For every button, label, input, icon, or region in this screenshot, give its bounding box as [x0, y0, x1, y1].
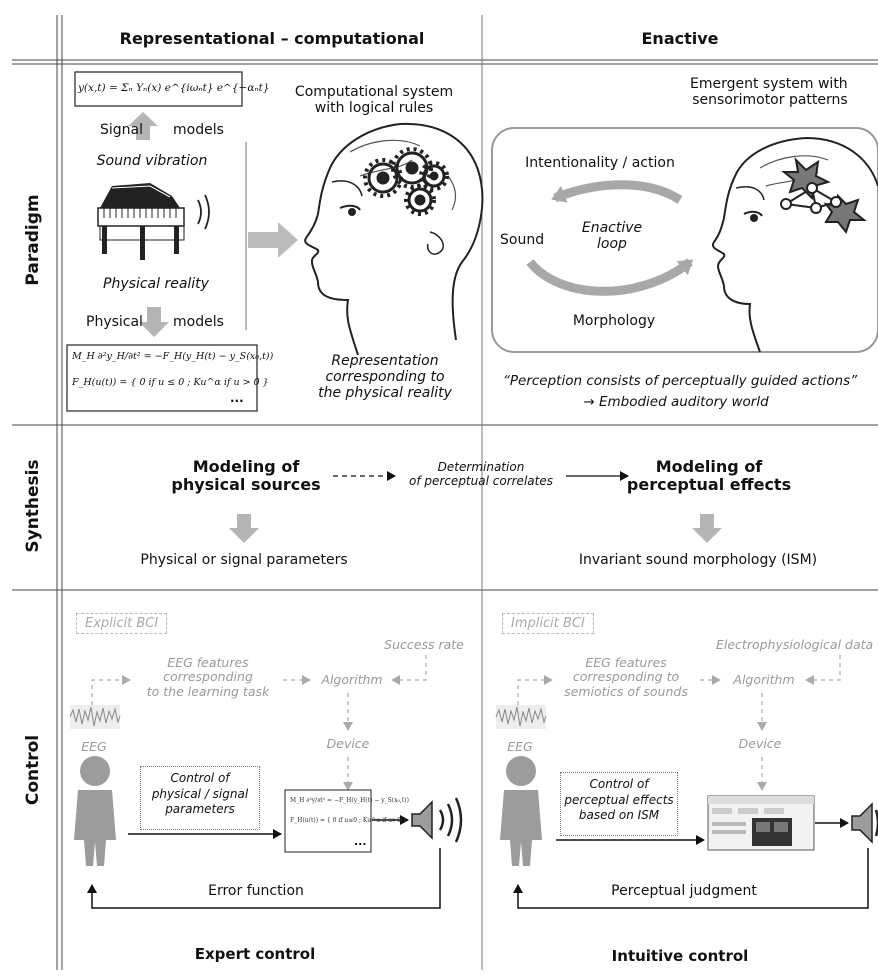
row-label-synthesis: Synthesis	[23, 459, 43, 553]
intuitive-control-label: Intuitive control	[611, 947, 749, 965]
embodied-label: → Embodied auditory world	[583, 394, 769, 410]
eeg-signal-right	[495, 705, 547, 729]
sound-waves-icon	[197, 194, 210, 230]
physical-label: Physical	[86, 314, 143, 330]
control-box-left-text: Control of physical / signal parameters	[151, 771, 249, 817]
control-left-dashed-arrows	[91, 655, 427, 791]
synthesis-left-output: Physical or signal parameters	[140, 552, 348, 568]
column-header-right: Enactive	[641, 29, 719, 48]
perceptual-judgment-label: Perceptual judgment	[611, 883, 757, 899]
speaker-right-icon	[851, 802, 878, 844]
physical-reality-label: Physical reality	[103, 276, 209, 292]
perception-quote: “Perception consists of perceptually gui…	[502, 373, 858, 389]
formula-ellipsis: ...	[230, 391, 244, 405]
control-box-left: Control of physical / signal parameters	[140, 766, 260, 830]
sound-vibration-label: Sound vibration	[96, 153, 208, 169]
device-formula-box-left	[284, 789, 372, 853]
error-function-label: Error function	[208, 883, 304, 899]
synthesis-right-output: Invariant sound morphology (ISM)	[578, 552, 818, 568]
control-box-right: Control of perceptual effects based on I…	[560, 772, 678, 836]
physical-models-label: models	[173, 314, 224, 330]
big-right-arrow	[248, 222, 298, 258]
signal-up-arrow	[128, 112, 158, 140]
person-left-icon	[74, 756, 116, 866]
physical-down-arrow	[139, 307, 169, 337]
explicit-bci-label: Explicit BCI	[76, 613, 168, 634]
signal-models-label: models	[173, 122, 224, 138]
signal-label: Signal	[100, 122, 144, 138]
synthesis-left-title: Modeling of physical sources	[171, 457, 321, 495]
success-rate-label: Success rate	[384, 637, 464, 652]
electrophysiological-data-label: Electrophysiological data	[716, 637, 874, 652]
control-box-right-text: Control of perceptual effects based on I…	[564, 777, 674, 823]
device-formula-left-2: F_H(u(t)) = { 0 if u≤0 ; Ku^α if u>0 }	[290, 817, 407, 824]
row-label-paradigm: Paradigm	[23, 194, 43, 286]
enactive-loop-arrows	[526, 180, 694, 296]
device-formula-left-1: M_H ∂²y/∂t² = −F_H(y_H(t) − y_S(x₀,t))	[290, 797, 409, 804]
formula-top-box	[74, 71, 243, 107]
implicit-bci-label: Implicit BCI	[502, 613, 594, 634]
eeg-features-right: EEG features corresponding to semiotics …	[564, 655, 688, 699]
eeg-left-label: EEG	[81, 739, 107, 754]
device-formula-dots: ...	[354, 835, 367, 848]
error-function-arrow	[87, 848, 441, 909]
representation-caption: Representation corresponding to the phys…	[318, 353, 452, 402]
sound-label: Sound	[500, 232, 545, 248]
enactive-loop-label: Enactive loop	[581, 220, 643, 253]
formula-bottom-1: M_H ∂²y_H/∂t² = −F_H(y_H(t) − y_S(x₀,t))	[72, 351, 274, 362]
neural-network-icon	[780, 157, 867, 235]
control-right-dashed-arrows	[517, 655, 841, 791]
synthesis-left-down-arrow	[229, 514, 259, 543]
morphology-label: Morphology	[572, 313, 656, 329]
synthesis-right-down-arrow	[692, 514, 722, 543]
formula-bottom-box	[66, 344, 258, 412]
person-right-icon	[500, 756, 542, 866]
formula-top: y(x,t) = Σₙ Yₙ(x) e^{iωₙt} e^{−αₙt}	[78, 82, 270, 94]
eeg-right-label: EEG	[507, 739, 533, 754]
row-label-control: Control	[23, 734, 43, 806]
device-left: Device	[326, 736, 370, 751]
algorithm-left: Algorithm	[321, 672, 383, 687]
device-right: Device	[738, 736, 782, 751]
algorithm-right: Algorithm	[733, 672, 795, 687]
piano-icon	[97, 183, 185, 260]
synthesis-middle-note: Determination of perceptual correlates	[409, 460, 553, 488]
expert-control-label: Expert control	[194, 945, 316, 963]
gears-icon	[363, 147, 449, 216]
speaker-left-icon	[411, 797, 463, 843]
formula-bottom-2: F_H(u(t)) = { 0 if u ≤ 0 ; Ku^α if u > 0…	[72, 377, 269, 388]
intentionality-label: Intentionality / action	[525, 155, 675, 171]
eeg-features-left: EEG features corresponding to the learni…	[146, 655, 270, 699]
synthesis-right-title: Modeling of perceptual effects	[626, 457, 792, 495]
software-interface-icon	[707, 795, 815, 851]
column-header-left: Representational – computational	[119, 29, 425, 48]
head-with-network-icon	[712, 136, 878, 353]
enactive-loop-box	[491, 127, 878, 353]
eeg-signal-left	[69, 705, 121, 729]
grid-lines	[12, 15, 878, 970]
emergent-caption: Emergent system with sensorimotor patter…	[690, 76, 848, 109]
perceptual-judgment-arrow	[513, 848, 869, 909]
computational-caption: Computational system with logical rules	[294, 84, 454, 117]
head-with-gears-icon	[304, 122, 484, 356]
